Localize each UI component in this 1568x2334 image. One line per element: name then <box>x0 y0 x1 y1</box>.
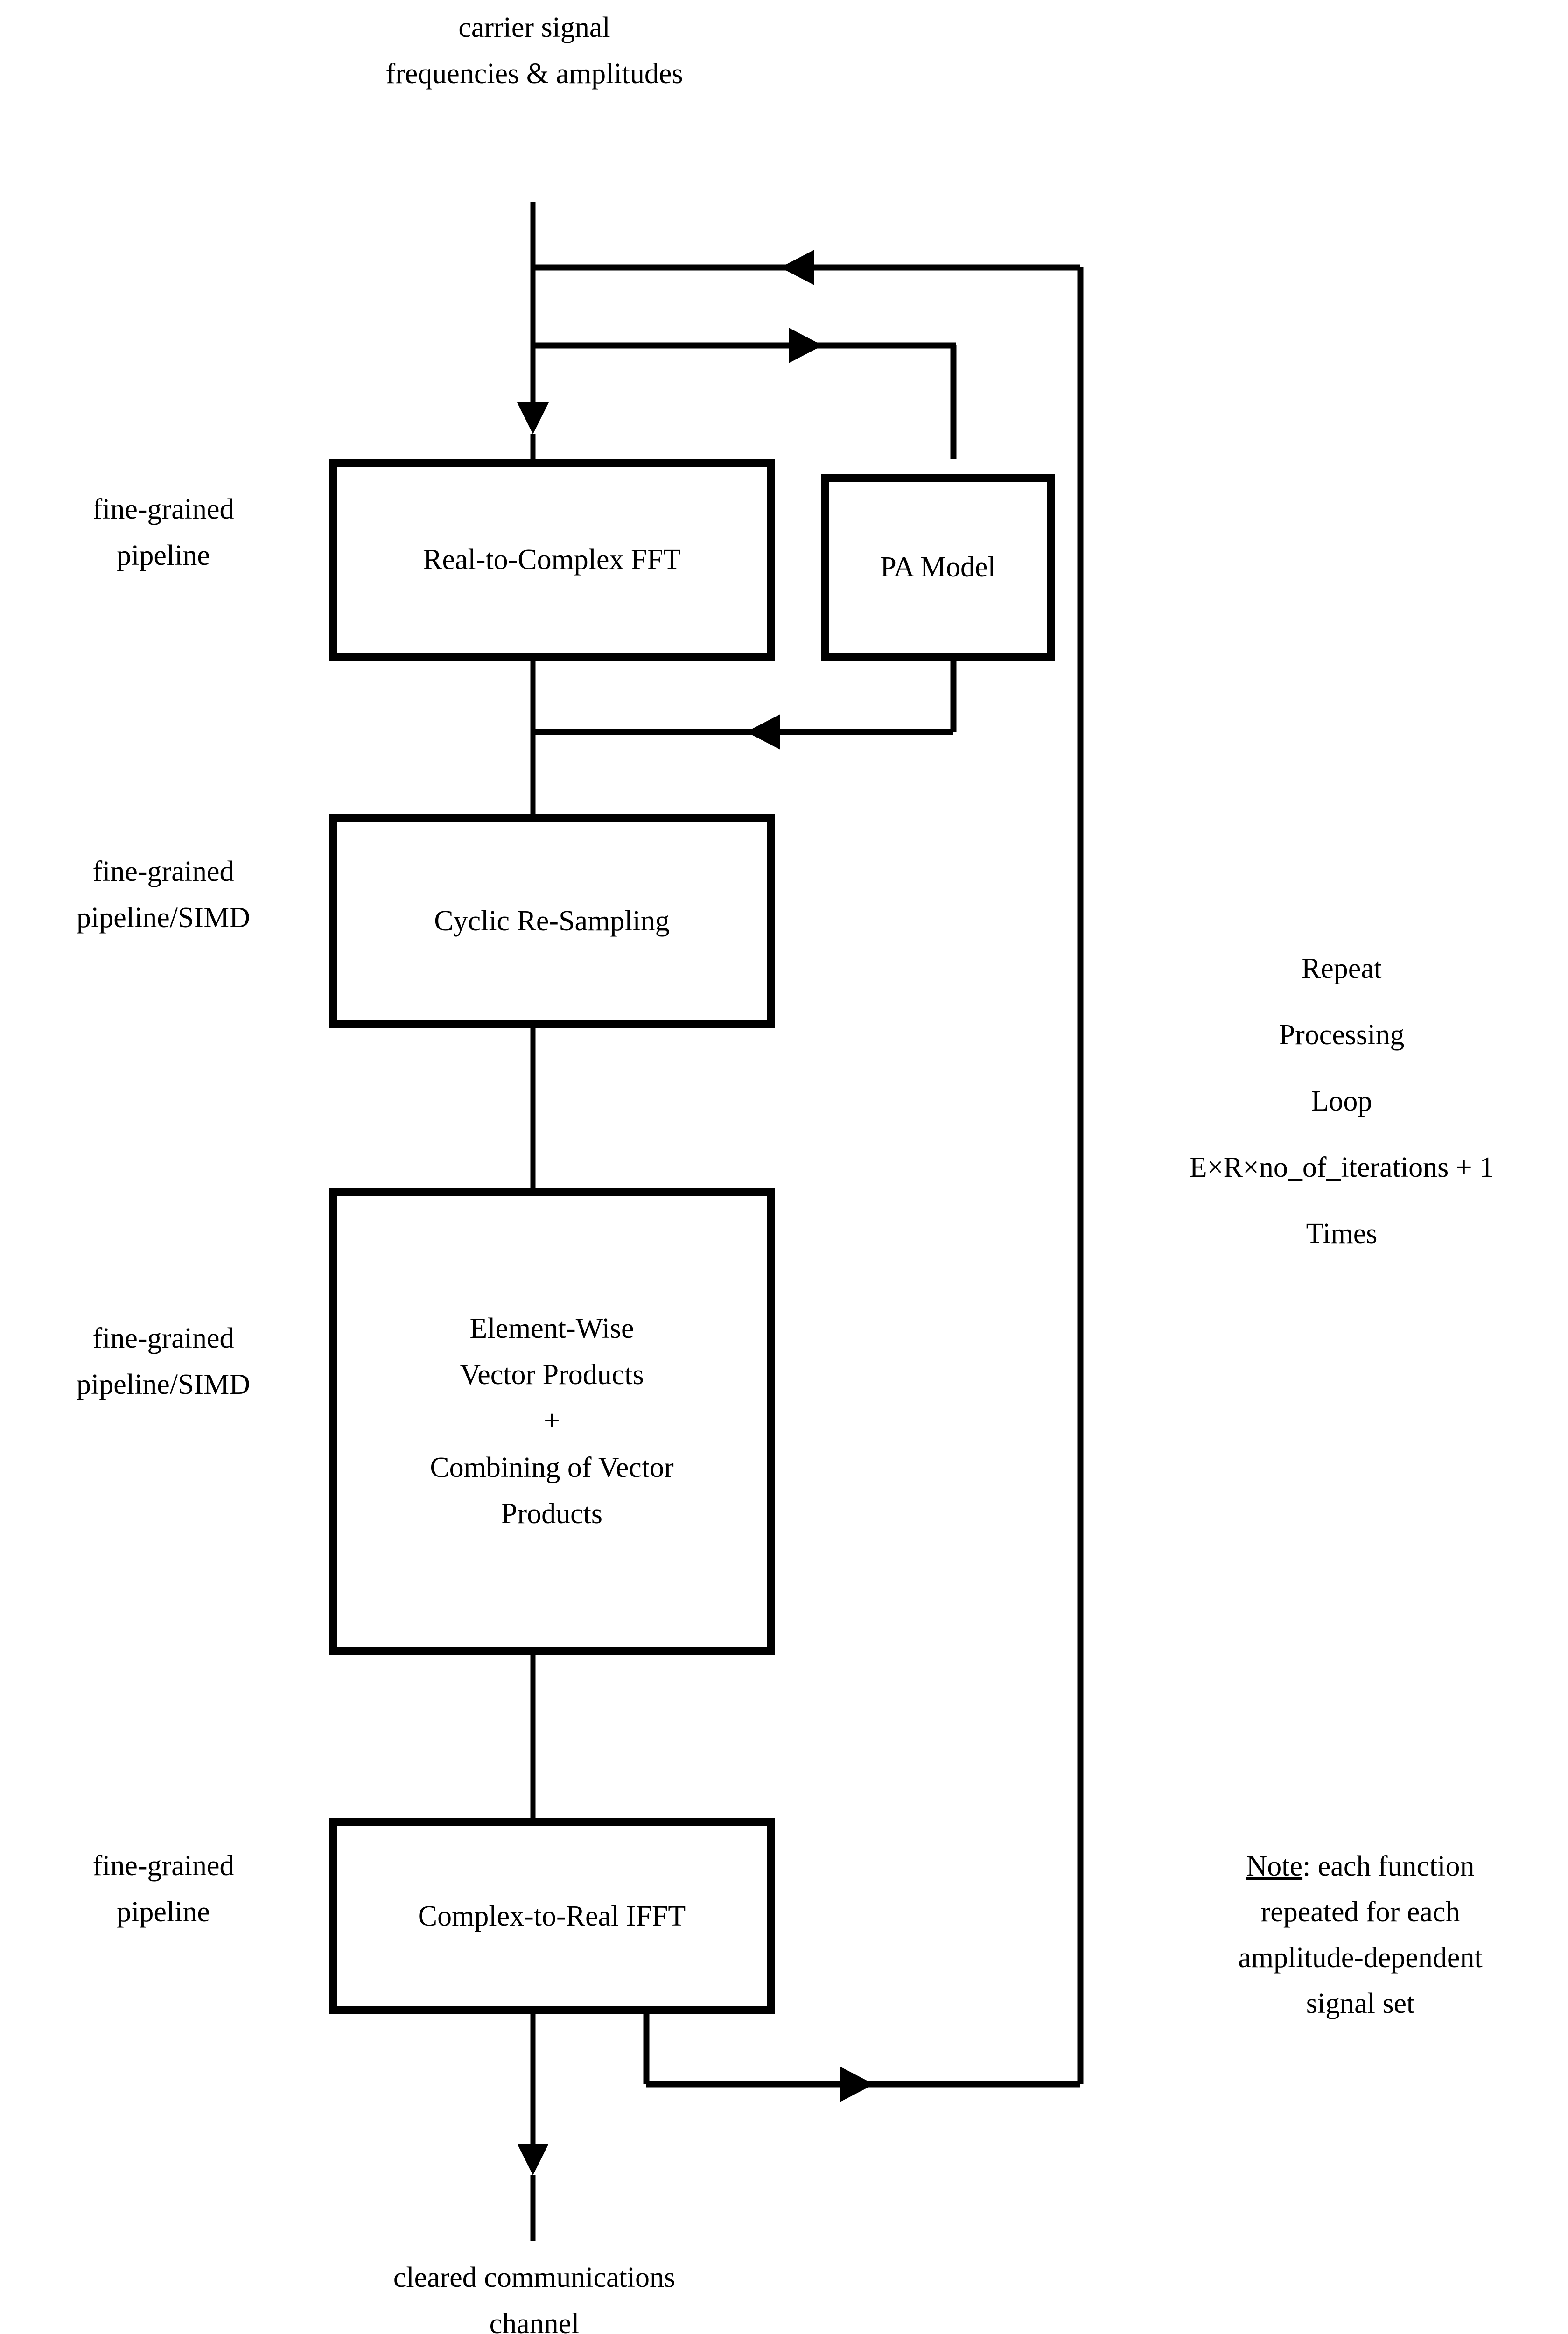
block-label-cyclic-re-sampling: Cyclic Re-Sampling <box>434 905 670 937</box>
note-first-line: Note: each function <box>1153 1844 1568 1890</box>
side-label-crs-line-1: fine-grained <box>92 856 234 887</box>
side-label-fft: fine-grained pipeline <box>9 486 317 579</box>
output-label-line-1: cleared communications <box>393 2262 676 2293</box>
arrowhead-into-fft <box>517 402 549 434</box>
block-real-to-complex-fft[interactable]: Real-to-Complex FFT <box>329 459 775 661</box>
arrowhead-pa-out-merge <box>746 714 780 750</box>
loop-annotation-line-2: Processing <box>1279 1019 1405 1051</box>
side-label-fft-line-2: pipeline <box>117 540 210 572</box>
arrowhead-outer-loop-return <box>780 250 814 285</box>
note-line-3: amplitude-dependent <box>1238 1941 1483 1974</box>
block-label-ewvp-line-4: Combining of Vector <box>430 1451 674 1483</box>
arrowhead-into-pa-branch <box>789 328 823 363</box>
loop-annotation: Repeat Processing Loop E×R×no_of_iterati… <box>1118 952 1566 1251</box>
block-label-ifft: Complex-to-Real IFFT <box>418 1900 686 1932</box>
note-keyword: Note <box>1246 1850 1303 1882</box>
note-first-line-rest: : each function <box>1302 1850 1475 1882</box>
block-element-wise-vector-products[interactable]: Element-Wise Vector Products + Combining… <box>329 1188 775 1655</box>
loop-annotation-formula: E×R×no_of_iterations + 1 <box>1189 1152 1494 1183</box>
side-label-fft-line-1: fine-grained <box>92 493 234 525</box>
note-line-2: repeated for each <box>1260 1896 1460 1928</box>
arrowhead-output <box>517 2144 549 2175</box>
block-label-ewvp-plus: + <box>544 1405 560 1437</box>
side-label-ifft-line-1: fine-grained <box>92 1850 234 1882</box>
input-label-line-2: frequencies & amplitudes <box>385 58 683 90</box>
side-label-cyclic-re-sampling: fine-grained pipeline/SIMD <box>9 849 317 941</box>
block-complex-to-real-ifft[interactable]: Complex-to-Real IFFT <box>329 1818 775 2014</box>
output-label-line-2: channel <box>489 2308 580 2334</box>
side-label-ewvp-line-2: pipeline/SIMD <box>77 1369 250 1401</box>
block-label-fft: Real-to-Complex FFT <box>423 543 681 576</box>
output-label: cleared communications channel <box>177 2255 891 2334</box>
block-label-ewvp-line-2: Vector Products <box>460 1359 644 1391</box>
note-block: Note: each function repeated for each am… <box>1153 1844 1568 2027</box>
block-cyclic-re-sampling[interactable]: Cyclic Re-Sampling <box>329 814 775 1028</box>
input-label: carrier signal frequencies & amplitudes <box>177 5 891 97</box>
side-label-crs-line-2: pipeline/SIMD <box>77 902 250 934</box>
block-label-ewvp-line-1: Element-Wise <box>469 1313 634 1345</box>
loop-annotation-line-3: Loop <box>1311 1085 1372 1117</box>
side-label-ifft: fine-grained pipeline <box>9 1843 317 1935</box>
loop-annotation-line-5: Times <box>1306 1218 1378 1250</box>
input-label-line-1: carrier signal <box>458 12 610 43</box>
side-label-element-wise: fine-grained pipeline/SIMD <box>9 1315 317 1408</box>
block-label-ewvp-line-5: Products <box>501 1497 602 1530</box>
side-label-ifft-line-2: pipeline <box>117 1896 210 1928</box>
loop-annotation-line-1: Repeat <box>1301 953 1382 984</box>
block-label-pa-model: PA Model <box>880 551 996 584</box>
arrowhead-loop-entry <box>840 2067 874 2102</box>
block-pa-model[interactable]: PA Model <box>821 474 1055 661</box>
side-label-ewvp-line-1: fine-grained <box>92 1322 234 1354</box>
note-line-4: signal set <box>1306 1987 1415 2019</box>
